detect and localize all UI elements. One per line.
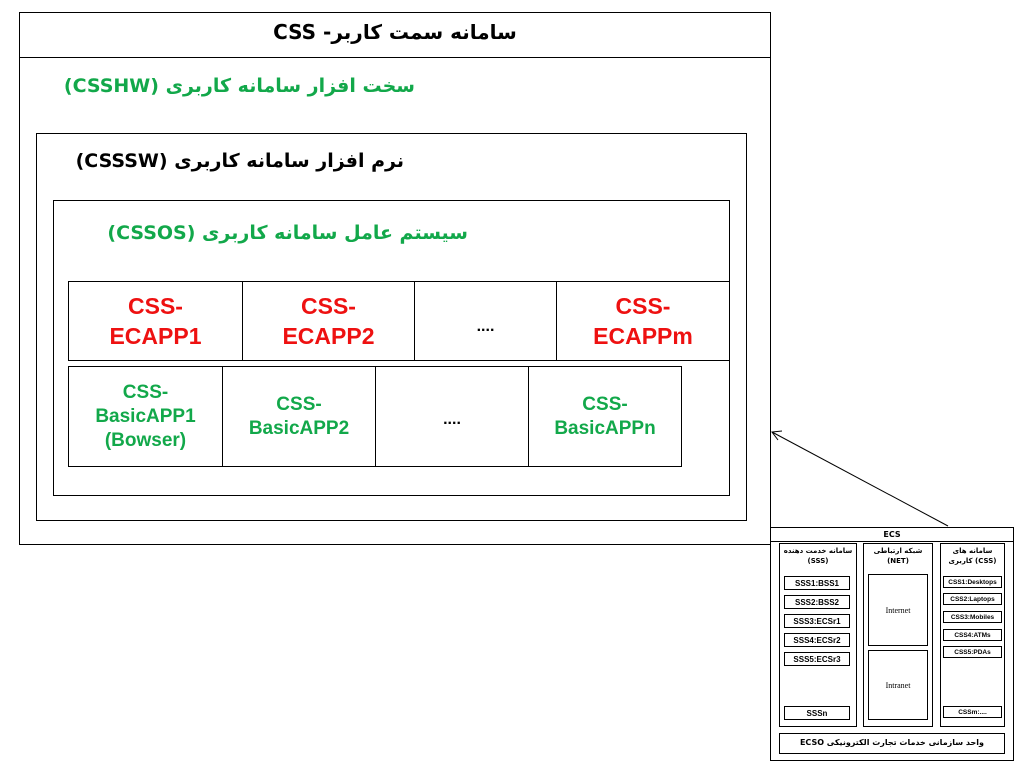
ecapp-2-line1: CSS-	[301, 293, 356, 319]
css-item-4: CSS4:ATMs	[943, 629, 1002, 641]
sss-item-4: SSS4:ECSr2	[784, 633, 850, 647]
basicapp-cell-n: CSS-BasicAPPn	[528, 366, 682, 467]
ecs-title-divider	[770, 541, 1014, 542]
ecs-title: ECS	[883, 530, 901, 539]
csssw-title: نرم افزار سامانه کاربری (CSSSW)	[75, 150, 404, 172]
basicapp-cell-1: CSS-BasicAPP1(Bowser)	[68, 366, 223, 467]
ecapp-cell-m: CSS- ECAPPm	[556, 281, 730, 361]
basicapp-cell-ellipsis: ....	[375, 366, 529, 467]
ecso-footer-text: واحد سازمانی خدمات تجارت الکترونیکی ECSO	[799, 738, 985, 747]
basicapp-1-line3: (Bowser)	[104, 429, 187, 451]
ecapp-1-line1: CSS-	[128, 293, 183, 319]
sss-item-2: SSS2:BSS2	[784, 595, 850, 609]
basicapp-ellipsis: ....	[443, 411, 461, 428]
css-item-3: CSS3:Mobiles	[943, 611, 1002, 623]
css-item-5: CSS5:PDAs	[943, 646, 1002, 658]
sss-title-line2: (SSS)	[807, 557, 829, 565]
css-item-2: CSS2:Laptops	[943, 593, 1002, 605]
sss-column-title: سامانه خدمت دهنده (SSS)	[779, 546, 857, 566]
sss-item-1: SSS1:BSS1	[784, 576, 850, 590]
net-title-line1: شبکه ارتباطی	[873, 547, 923, 555]
css-item-m: CSSm:....	[943, 706, 1002, 718]
css-title: سامانه سمت کاربر- CSS	[273, 20, 517, 44]
sss-item-5: SSS5:ECSr3	[784, 652, 850, 666]
basicapp-n-line2: BasicAPPn	[554, 417, 656, 439]
basicapp-1-line1: CSS-	[122, 381, 169, 403]
sss-title-line1: سامانه خدمت دهنده	[783, 547, 853, 555]
sss-item-3: SSS3:ECSr1	[784, 614, 850, 628]
ecapp-m-line2: ECAPPm	[593, 323, 693, 349]
ecapp-cell-ellipsis: ....	[414, 281, 557, 361]
ecapp-ellipsis: ....	[476, 318, 495, 335]
cssos-title: سیستم عامل سامانه کاربری (CSSOS)	[107, 222, 468, 244]
basicapp-n-line1: CSS-	[582, 393, 628, 415]
css-title-line2: کاربری (CSS)	[948, 557, 997, 565]
css-column-title: سامانه های کاربری (CSS)	[940, 546, 1005, 566]
ecapp-2-line2: ECAPP2	[282, 323, 375, 349]
basicapp-cell-2: CSS-BasicAPP2	[222, 366, 376, 467]
csshw-title: سخت افزار سامانه کاربری (CSSHW)	[63, 75, 415, 97]
basicapp-2-line2: BasicAPP2	[248, 417, 350, 439]
net-title-line2: (NET)	[887, 557, 909, 565]
css-title-line1: سامانه های	[952, 547, 993, 555]
css-item-1: CSS1:Desktops	[943, 576, 1002, 588]
basicapp-2-line1: CSS-	[276, 393, 322, 415]
ecso-footer-box	[779, 733, 1005, 754]
ecapp-1-line2: ECAPP1	[109, 323, 202, 349]
sss-item-n: SSSn	[784, 706, 850, 720]
net-column-title: شبکه ارتباطی (NET)	[863, 546, 933, 566]
css-title-bar	[19, 12, 771, 58]
net-intranet-box: Intranet	[868, 650, 928, 720]
basicapp-1-line2: BasicAPP1	[95, 405, 196, 427]
ecapp-cell-2: CSS- ECAPP2	[242, 281, 415, 361]
ecapp-cell-1: CSS- ECAPP1	[68, 281, 243, 361]
ecapp-m-line1: CSS-	[615, 293, 671, 319]
net-internet-box: Internet	[868, 574, 928, 646]
